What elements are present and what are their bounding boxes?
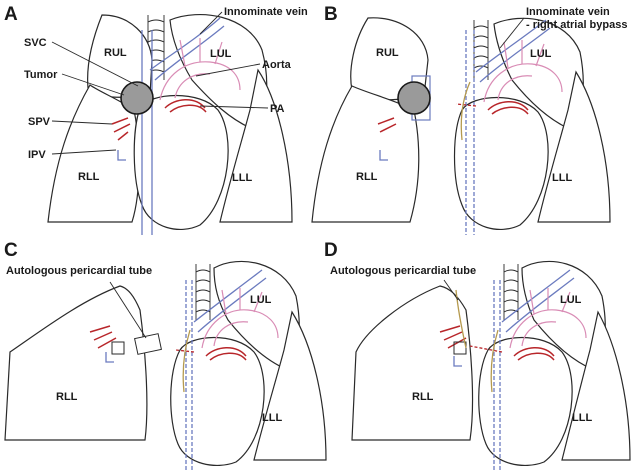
panel-c-pericardial-tube [134,333,162,355]
panel-a-spv-vessel [111,117,131,141]
panel-b-lll-lobe [537,70,611,223]
panel-d-rll-lobe [351,285,474,441]
panel-c-svc [185,280,193,470]
panel-d-lll-label: LLL [572,412,592,424]
panel-a-rll-lobe [47,84,140,223]
panel-c-aorta [201,309,279,349]
panel-d-lul-label: LUL [560,294,582,306]
panel-b-trachea [473,20,489,80]
panel-d-tube-label: Autologous pericardial tube [330,265,476,277]
panel-d-aorta [509,309,587,349]
panel-c-letter: C [4,240,18,261]
panel-c-pa-branch [175,349,195,353]
panel-d: D Autologous pericardial tube RLL LUL LL… [324,240,631,470]
panel-b-bypass-label-line1: Innominate vein [526,6,610,18]
panel-a-ipv-vessel [117,150,126,161]
panel-a-pa-label: PA [270,103,285,115]
panel-d-pulmonary-vessels [439,325,467,349]
panel-a-lul-label: LUL [210,48,232,60]
panel-b-aortic-branches [503,40,545,69]
panel-c-lul-label: LUL [250,294,272,306]
panel-b-spv-vessel [377,117,397,133]
panel-c-ipv-vessel [105,352,114,363]
panel-b-bypass-label-line2: - right atrial bypass [526,19,627,31]
panel-a-lll-lobe [219,68,293,223]
panel-a-lll-label: LLL [232,172,252,184]
panel-a: A RUL LUL RLL LLL SVC Tumor SPV [4,4,308,235]
panel-c-heart [170,336,265,466]
panel-a-tumor [120,81,154,115]
panel-b-innominate-vein [475,19,551,83]
panel-b-bypass-graft [460,81,471,141]
panel-c-stump [111,341,125,355]
panel-a-innominate-vein [149,17,225,81]
panel-a-innominate-label: Innominate vein [224,6,308,18]
panel-d-letter: D [324,240,338,261]
panel-b-letter: B [324,4,338,25]
panel-c-pulmonary-vessels [89,325,117,349]
panel-a-aorta-label: Aorta [262,59,292,71]
panel-d-pulmonary-artery [513,347,555,361]
panel-b-rll-lobe [311,85,420,223]
panel-d-pa-branch [469,345,503,353]
panel-b-rll-label: RLL [356,171,378,183]
panel-d-svc [493,280,501,470]
panel-b-rul-label: RUL [376,47,399,59]
panel-d-pericardial-tube [455,289,467,349]
panel-b-lll-label: LLL [552,172,572,184]
panel-a-rll-label: RLL [78,171,100,183]
panel-a-heart [133,94,229,230]
panel-d-lll-lobe [561,310,631,461]
panel-d-graft-line [490,329,499,393]
panel-d-trachea [503,264,519,320]
panel-c-lll-label: LLL [262,412,282,424]
panel-d-ipv-vessel [453,356,462,367]
panel-c-aortic-branches [221,288,263,315]
panel-a-pulmonary-artery [164,99,207,113]
panel-b-aorta [483,63,563,103]
panel-a-rul-label: RUL [104,47,127,59]
panel-a-tumor-label: Tumor [24,69,58,81]
panel-b-svc [465,30,475,235]
panel-a-letter: A [4,4,18,25]
panel-a-svc [141,30,153,235]
panel-d-heart [478,336,573,466]
panel-a-spv-label: SPV [28,116,51,128]
panel-c-trachea [195,264,211,320]
panel-d-rll-label: RLL [412,391,434,403]
panel-c-lll-lobe [253,310,327,461]
panel-c-graft-line [182,329,191,393]
panel-c: C Autologous pericardial tube RLL LUL LL… [4,240,327,470]
panel-c-rll-label: RLL [56,391,78,403]
panel-b-heart [453,96,549,230]
panel-c-innominate-vein [193,269,267,333]
panel-d-aortic-branches [529,288,571,315]
panel-c-pulmonary-artery [205,347,247,361]
panel-a-svc-label: SVC [24,37,47,49]
panel-b-lul-label: LUL [530,48,552,60]
panel-d-innominate-vein [501,269,575,333]
panel-b-rul-lobe [350,17,429,101]
panel-c-tube-label: Autologous pericardial tube [6,265,152,277]
panel-a-ipv-label: IPV [28,149,46,161]
panel-b-pa-branch [455,103,477,107]
panel-a-aortic-branches [179,38,223,67]
panel-c-rll-lobe [4,285,148,441]
panel-b-tumor [397,81,431,115]
panel-b: B RUL LUL RLL LLL Innominate vein - r [311,4,627,235]
panel-b-pulmonary-artery [487,101,529,115]
panel-b-ipv-vessel [379,150,388,161]
